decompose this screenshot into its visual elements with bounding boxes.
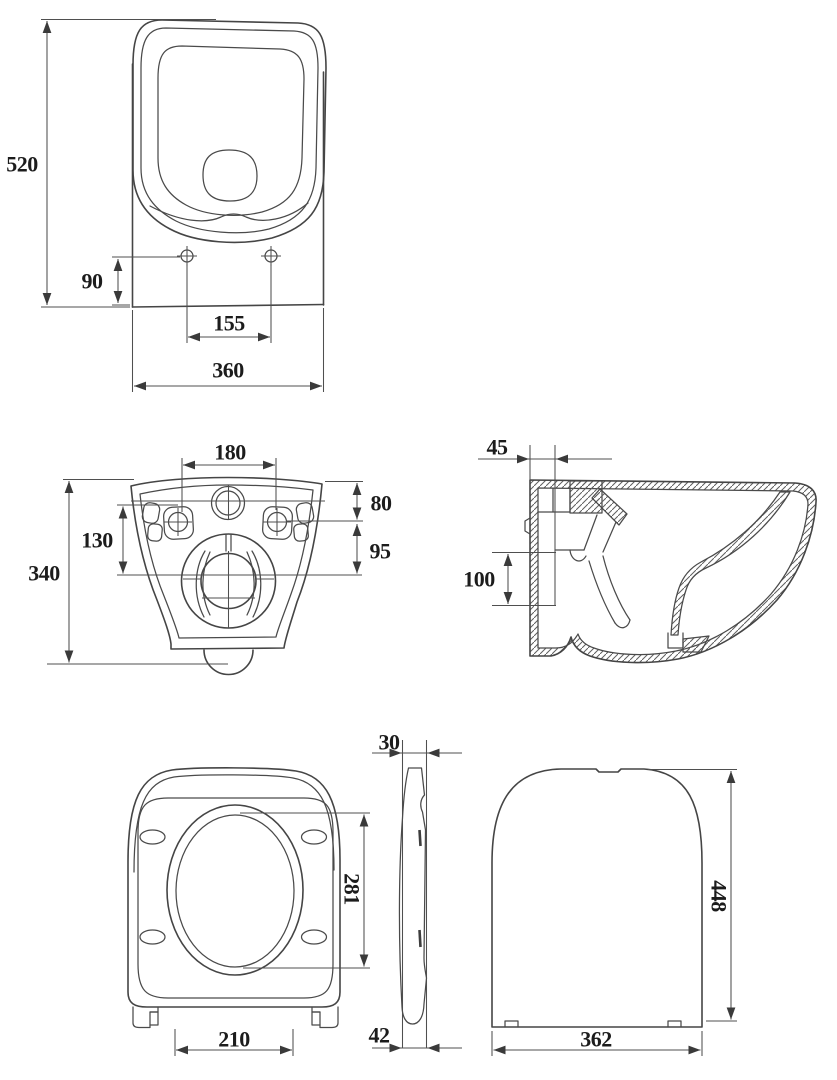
bowl-rim-outline: [140, 27, 319, 234]
dim-wc-depth-520: 520: [6, 18, 216, 308]
dim-wc-width-360: 360: [131, 308, 325, 392]
dim-label-281: 281: [340, 873, 365, 905]
dim-label-180: 180: [214, 440, 246, 465]
dim-wall-clearance-45: 45: [478, 435, 612, 606]
back-body-outline: [130, 476, 323, 650]
bowl-outer-outline: [132, 19, 327, 244]
dim-holes-to-outlet-95: 95: [352, 524, 392, 574]
dim-label-520: 520: [6, 152, 38, 177]
view-seat-plan: 281 210: [127, 767, 370, 1056]
dim-label-340: 340: [28, 561, 60, 586]
bowl-opening-outline: [157, 45, 305, 216]
shell-outer-outline: [529, 479, 817, 664]
dim-label-210: 210: [218, 1027, 250, 1052]
fixing-pads: [141, 502, 315, 542]
dim-hole-offset-90: 90: [82, 256, 180, 306]
base-notch-left: [504, 1020, 519, 1028]
dim-rear-thickness-42: 42: [369, 1023, 462, 1053]
dim-back-height-340: 340: [28, 478, 228, 665]
dim-label-360: 360: [212, 358, 244, 383]
seat-bumpers: [139, 829, 328, 945]
seat-mounting-holes: [177, 246, 281, 266]
flush-channel-and-trap: [554, 514, 631, 629]
view-wc-plan: 520 90 155 360: [6, 18, 327, 392]
bowl-wall-outline: [670, 491, 791, 636]
dim-label-30: 30: [379, 730, 401, 755]
rim-strip-outline: [591, 488, 628, 526]
dim-front-thickness-30: 30: [372, 730, 462, 758]
rim-strip-hatch: [592, 489, 627, 525]
dim-label-42: 42: [369, 1023, 391, 1048]
bumper-tick-upper: [418, 829, 422, 847]
seat-opening-outer: [166, 804, 304, 976]
wall-notch: [524, 517, 531, 535]
dim-hinge-spacing-210: 210: [174, 1027, 294, 1056]
view-seat-back: 448 362: [491, 768, 737, 1056]
seat-profile-outline: [398, 767, 428, 1025]
seat-lid-edge: [133, 774, 335, 873]
fixing-pocket: [537, 487, 571, 513]
seat-outer-outline: [127, 767, 341, 1008]
dim-seat-width-362: 362: [491, 1027, 703, 1056]
dim-label-100: 100: [463, 567, 495, 592]
dim-seat-length-448: 448: [648, 768, 737, 1022]
bumper-tick-lower: [418, 929, 422, 948]
dim-top-to-holes-80: 80: [286, 480, 393, 522]
dim-label-362: 362: [580, 1027, 612, 1052]
view-wc-back: 180 340 130 80 95: [28, 440, 393, 676]
dim-label-90: 90: [82, 269, 104, 294]
dim-pad-span-130: 130: [81, 504, 362, 576]
dim-label-448: 448: [707, 880, 732, 912]
dim-inlet-spacing-180: 180: [181, 440, 277, 512]
base-notch-right: [667, 1020, 682, 1028]
trap-outlet-circle: [203, 649, 254, 676]
seat-opening-inner: [175, 814, 295, 968]
shell-inner-outline: [537, 487, 809, 656]
dim-opening-length-281: 281: [240, 812, 370, 969]
view-seat-profile: 30 42: [369, 730, 462, 1053]
seat-ring-outline: [137, 797, 334, 999]
body-bottom-edge: [131, 303, 325, 308]
outlet-step: [667, 632, 710, 653]
dim-label-45: 45: [487, 435, 509, 460]
top-block-hatch: [570, 481, 602, 513]
dim-outlet-drop-100: 100: [463, 551, 556, 607]
seat-hinge-feet: [132, 1006, 339, 1029]
dim-label-80: 80: [371, 491, 393, 516]
dim-hole-spacing-155: 155: [186, 264, 272, 343]
outlet-boss: [180, 533, 277, 629]
seat-back-outline: [491, 768, 703, 1028]
bowl-wall-hatch: [671, 492, 790, 635]
view-wc-section: 45 100: [463, 435, 817, 664]
drain-spot: [202, 149, 258, 202]
dim-label-95: 95: [370, 539, 392, 564]
water-line: [149, 202, 309, 222]
dim-label-155: 155: [213, 311, 245, 336]
dim-label-130: 130: [81, 528, 113, 553]
